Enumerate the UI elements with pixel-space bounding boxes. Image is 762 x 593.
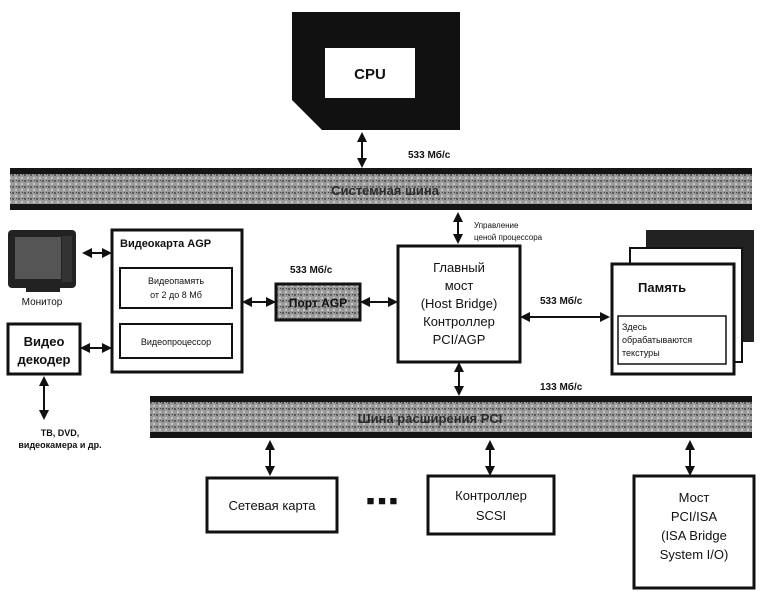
ellipsis-dots: ■ ■ ■ [367, 493, 398, 508]
pci-bus-label: Шина расширения PCI [358, 411, 503, 426]
video-decoder-line1: Видео [24, 334, 65, 349]
system-bus-label: Системная шина [331, 183, 440, 198]
video-card-title: Видеокарта AGP [120, 238, 211, 250]
host-bridge-line4: Контроллер [423, 314, 495, 329]
video-memory-line1: Видеопамять [148, 276, 204, 286]
memory-speed: 533 Мб/с [540, 295, 583, 307]
memory-title: Память [638, 280, 686, 295]
system-bus: Системная шина [10, 168, 752, 210]
system-bus-speed: 533 Мб/с [408, 149, 451, 161]
monitor-label: Монитор [22, 297, 63, 308]
network-card: Сетевая карта [205, 476, 339, 534]
video-memory-line2: от 2 до 8 Мб [150, 290, 202, 300]
memory-note-line3: текстуры [622, 348, 660, 358]
host-bridge-line3: (Host Bridge) [421, 296, 498, 311]
host-bridge-line1: Главный [433, 260, 485, 275]
video-processor-label: Видеопроцессор [141, 337, 211, 347]
control-note-line1: Управление [474, 221, 519, 230]
video-card: Видеокарта AGP Видеопамять от 2 до 8 Мб … [110, 228, 244, 374]
pci-bus: Шина расширения PCI [150, 396, 752, 438]
agp-port-label: Порт AGP [289, 296, 347, 310]
scsi-line2: SCSI [476, 508, 506, 523]
video-processor-box [119, 323, 233, 359]
isa-bridge-line3: (ISA Bridge [661, 528, 727, 543]
video-decoder-line2: декодер [17, 352, 70, 367]
cpu-label: CPU [354, 66, 386, 83]
isa-bridge-line1: Мост [679, 490, 710, 505]
isa-bridge: Мост PCI/ISA (ISA Bridge System I/O) [632, 474, 756, 590]
host-bridge-line5: PCI/AGP [433, 332, 486, 347]
scsi-line1: Контроллер [455, 488, 527, 503]
host-bridge: Главный мост (Host Bridge) Контроллер PC… [396, 244, 522, 364]
cpu-block: CPU [292, 12, 460, 130]
video-sources-line2: видеокамера и др. [18, 440, 101, 450]
host-bridge-line2: мост [445, 278, 474, 293]
scsi-controller: Контроллер SCSI [426, 474, 556, 536]
video-decoder: Видео декодер [6, 322, 82, 376]
video-sources-line1: ТВ, DVD, [41, 428, 80, 438]
control-note-line2: ценой процессора [474, 233, 543, 242]
agp-speed: 533 Мб/с [290, 264, 333, 276]
pci-speed: 133 Мб/с [540, 381, 583, 393]
memory-note-box [617, 315, 727, 365]
monitor-icon [8, 230, 76, 292]
isa-bridge-line2: PCI/ISA [671, 509, 718, 524]
agp-port: Порт AGP [274, 282, 362, 322]
network-card-label: Сетевая карта [228, 498, 316, 513]
isa-bridge-line4: System I/O) [660, 547, 729, 562]
memory-block: Память Здесь обрабатываются текстуры [610, 230, 754, 376]
video-memory-box [119, 267, 233, 309]
memory-note-line2: обрабатываются [622, 335, 692, 345]
memory-note-line1: Здесь [622, 322, 647, 332]
